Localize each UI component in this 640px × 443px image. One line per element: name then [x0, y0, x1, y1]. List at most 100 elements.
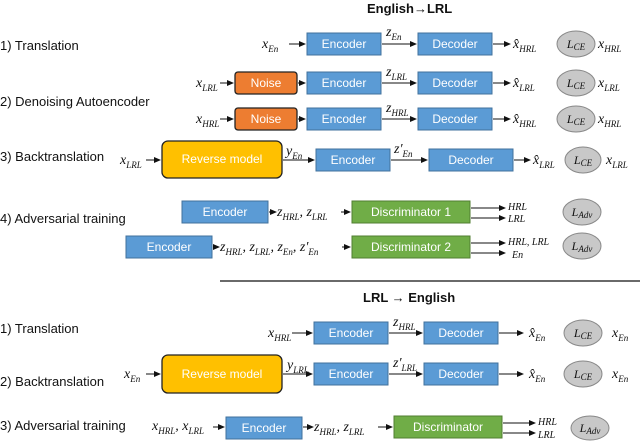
discriminator-block — [393, 415, 503, 439]
loss-ce-label: LCE — [573, 153, 593, 168]
encoder-label: Encoder — [203, 205, 248, 219]
output-lrl: LRL — [537, 430, 556, 441]
var-x-hrl: xHRL — [597, 112, 621, 129]
var-x-lrl: xLRL — [195, 76, 218, 93]
loss-ce-node — [564, 146, 602, 174]
encoder-block — [306, 71, 382, 95]
var-xhat-en: x̂En — [528, 326, 546, 343]
loss-ce-node — [556, 69, 596, 97]
loss-adv-node — [562, 232, 602, 260]
label-bottom-backtranslation: 2) Backtranslation — [0, 374, 104, 389]
var-xhat-lrl: x̂LRL — [512, 76, 535, 93]
loss-ce-node — [556, 105, 596, 133]
var-x-en: xEn — [611, 367, 629, 384]
loss-ce-node — [556, 30, 596, 58]
label-top-denoising: 2) Denoising Autoencoder — [0, 94, 150, 109]
output-hrl: HRL — [537, 417, 557, 428]
discriminator-1-label: Discriminator 1 — [371, 205, 451, 219]
header-english-to-lrl: English→LRL — [367, 1, 452, 16]
loss-adv-node — [570, 415, 610, 441]
loss-adv-label: LAdv — [571, 205, 593, 220]
var-x-lrl: xLRL — [605, 153, 628, 170]
output-en: En — [511, 250, 523, 261]
loss-ce-node — [563, 360, 603, 388]
output-lrl: LRL — [507, 214, 526, 225]
noise-block — [234, 107, 298, 131]
var-z-hrl-lrl: zHRL, zLRL — [276, 205, 327, 222]
reverse-model-label: Reverse model — [182, 152, 263, 166]
encoder-block — [181, 200, 269, 224]
encoder-block — [313, 321, 389, 345]
label-bottom-translation: 1) Translation — [0, 321, 79, 336]
encoder-label: Encoder — [322, 76, 367, 90]
decoder-label: Decoder — [432, 76, 477, 90]
encoder-label: Encoder — [242, 421, 287, 435]
decoder-block — [417, 32, 493, 56]
var-xhat-lrl: x̂LRL — [532, 153, 555, 170]
var-x-lrl: xLRL — [119, 153, 142, 170]
label-top-backtranslation: 3) Backtranslation — [0, 149, 104, 164]
encoder-label: Encoder — [329, 326, 374, 340]
decoder-block — [423, 321, 499, 345]
decoder-label: Decoder — [448, 153, 493, 167]
var-x-hrl: xHRL — [597, 37, 621, 54]
reverse-model-block — [161, 354, 283, 394]
noise-label: Noise — [251, 112, 282, 126]
var-x-hrl: xHRL — [267, 326, 291, 343]
var-y-lrl: yLRL — [285, 358, 309, 375]
decoder-block — [417, 107, 493, 131]
loss-adv-label: LAdv — [579, 421, 601, 436]
encoder-label: Encoder — [322, 112, 367, 126]
var-z-en: zEn — [385, 25, 402, 42]
var-z-hrl: zHRL — [392, 315, 415, 332]
encoder-label: Encoder — [322, 37, 367, 51]
encoder-block — [306, 107, 382, 131]
encoder-block — [313, 362, 389, 386]
decoder-label: Decoder — [438, 326, 483, 340]
loss-ce-label: LCE — [566, 37, 586, 52]
encoder-block — [306, 32, 382, 56]
encoder-block — [225, 416, 303, 440]
encoder-label: Encoder — [147, 240, 192, 254]
discriminator-1-block — [351, 200, 471, 224]
loss-adv-node — [562, 198, 602, 226]
decoder-block — [417, 71, 493, 95]
discriminator-2-label: Discriminator 2 — [371, 240, 451, 254]
noise-block — [234, 71, 298, 95]
decoder-label: Decoder — [432, 112, 477, 126]
loss-ce-label: LCE — [566, 112, 586, 127]
var-y-en: yEn — [284, 144, 303, 161]
decoder-label: Decoder — [438, 367, 483, 381]
decoder-block — [428, 148, 514, 172]
reverse-model-block — [161, 140, 283, 179]
var-zprime-lrl: z′LRL — [392, 356, 417, 373]
loss-ce-label: LCE — [566, 76, 586, 91]
encoder-block — [315, 148, 391, 172]
var-xhat-en: x̂En — [528, 367, 546, 384]
reverse-model-label: Reverse model — [182, 367, 263, 381]
var-x-hrl-lrl: xHRL, xLRL — [151, 419, 204, 436]
label-bottom-adversarial: 3) Adversarial training — [0, 418, 126, 433]
discriminator-label: Discriminator — [413, 420, 483, 434]
header-lrl-to-english: LRL → English — [363, 290, 455, 305]
output-hrl-lrl: HRL, LRL — [507, 237, 550, 248]
loss-adv-label: LAdv — [571, 239, 593, 254]
loss-ce-node — [563, 319, 603, 347]
var-x-en: xEn — [611, 326, 629, 343]
var-zprime-en: z′En — [393, 142, 413, 159]
decoder-block — [423, 362, 499, 386]
var-xhat-hrl: x̂HRL — [512, 37, 536, 54]
encoder-label: Encoder — [329, 367, 374, 381]
label-top-translation: 1) Translation — [0, 38, 79, 53]
var-z-hrl-lrl: zHRL, zLRL — [313, 420, 364, 437]
var-x-en: xEn — [261, 37, 279, 54]
loss-ce-label: LCE — [573, 367, 593, 382]
output-hrl: HRL — [507, 202, 527, 213]
var-x-lrl: xLRL — [597, 76, 620, 93]
label-top-adversarial: 4) Adversarial training — [0, 211, 126, 226]
decoder-label: Decoder — [432, 37, 477, 51]
var-z-lrl: zLRL — [385, 65, 407, 82]
loss-ce-label: LCE — [573, 326, 593, 341]
noise-label: Noise — [251, 76, 282, 90]
